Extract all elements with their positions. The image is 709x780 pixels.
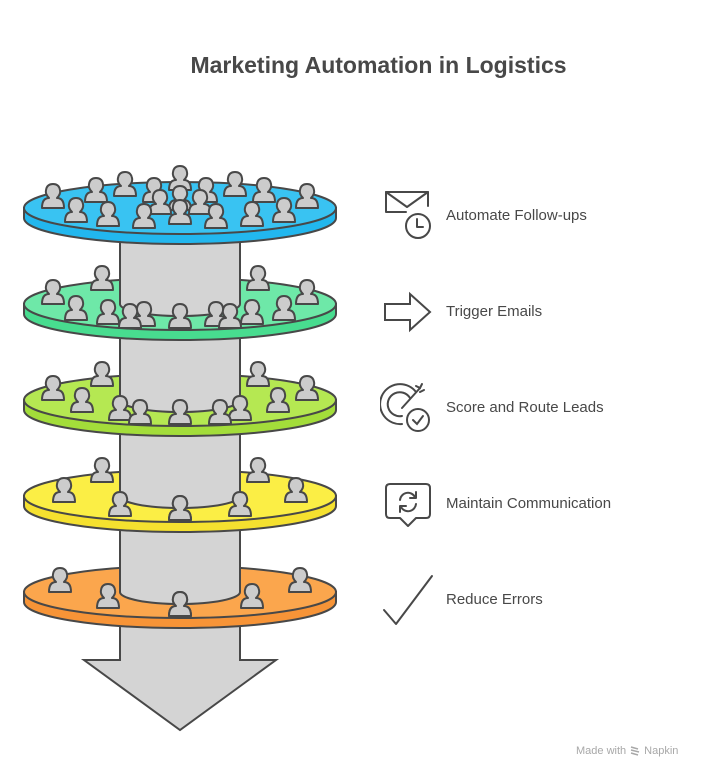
checkmark-icon xyxy=(383,575,433,625)
person-icon xyxy=(188,189,212,215)
layer-label-automate-follow-ups: Automate Follow-ups xyxy=(446,207,587,224)
person-icon xyxy=(64,197,88,223)
footer-prefix: Made with xyxy=(576,745,627,757)
person-icon xyxy=(295,279,319,305)
person-icon xyxy=(246,361,270,387)
layer-disc xyxy=(23,350,337,437)
chat-refresh-icon xyxy=(385,483,431,527)
person-icon xyxy=(218,303,242,329)
page-title: Marketing Automation in Logistics xyxy=(190,52,567,78)
napkin-logo-icon xyxy=(630,746,640,756)
person-icon xyxy=(240,201,264,227)
person-icon xyxy=(204,203,228,229)
person-icon xyxy=(228,491,252,517)
person-icon xyxy=(228,395,252,421)
person-icon xyxy=(41,183,65,209)
layer-label-trigger-emails: Trigger Emails xyxy=(446,303,543,320)
person-icon xyxy=(70,387,94,413)
person-icon xyxy=(208,399,232,425)
person-icon xyxy=(284,477,308,503)
person-icon xyxy=(64,295,88,321)
person-icon xyxy=(272,295,296,321)
person-icon xyxy=(240,299,264,325)
napkin-watermark: Made with Napkin xyxy=(576,745,678,757)
target-check-icon xyxy=(380,383,430,432)
column-segment xyxy=(120,254,240,316)
person-icon xyxy=(266,387,290,413)
person-icon xyxy=(41,375,65,401)
footer-brand: Napkin xyxy=(644,745,679,757)
person-icon xyxy=(295,183,319,209)
person-icon xyxy=(168,199,192,225)
layer-disc xyxy=(23,446,337,533)
person-icon xyxy=(108,395,132,421)
layer-label-maintain-communication: Maintain Communication xyxy=(446,495,612,512)
person-icon xyxy=(168,495,192,521)
person-icon xyxy=(168,303,192,329)
person-icon xyxy=(48,567,72,593)
person-icon xyxy=(90,361,114,387)
person-icon xyxy=(96,583,120,609)
person-icon xyxy=(252,177,276,203)
person-icon xyxy=(240,583,264,609)
person-icon xyxy=(288,567,312,593)
person-icon xyxy=(168,165,192,191)
person-icon xyxy=(90,457,114,483)
layer-disc xyxy=(23,254,337,341)
person-icon xyxy=(246,265,270,291)
column-segment xyxy=(120,350,240,412)
person-icon xyxy=(246,457,270,483)
person-icon xyxy=(168,591,192,617)
person-icon xyxy=(108,491,132,517)
person-icon xyxy=(84,177,108,203)
column-segment xyxy=(120,542,240,604)
person-icon xyxy=(96,299,120,325)
person-icon xyxy=(113,171,137,197)
person-icon xyxy=(223,171,247,197)
layer-label-reduce-errors: Reduce Errors xyxy=(446,591,543,608)
layer-label-score-route-leads: Score and Route Leads xyxy=(446,399,604,416)
person-icon xyxy=(96,201,120,227)
person-icon xyxy=(272,197,296,223)
person-icon xyxy=(52,477,76,503)
column-segment xyxy=(120,446,240,508)
person-icon xyxy=(148,189,172,215)
layer-disc xyxy=(23,165,337,245)
person-icon xyxy=(41,279,65,305)
layer-disc xyxy=(23,542,337,629)
envelope-clock-icon xyxy=(385,191,431,239)
person-icon xyxy=(118,303,142,329)
person-icon xyxy=(132,203,156,229)
arrow-right-icon xyxy=(384,291,432,333)
person-icon xyxy=(128,399,152,425)
person-icon xyxy=(90,265,114,291)
person-icon xyxy=(168,399,192,425)
person-icon xyxy=(295,375,319,401)
